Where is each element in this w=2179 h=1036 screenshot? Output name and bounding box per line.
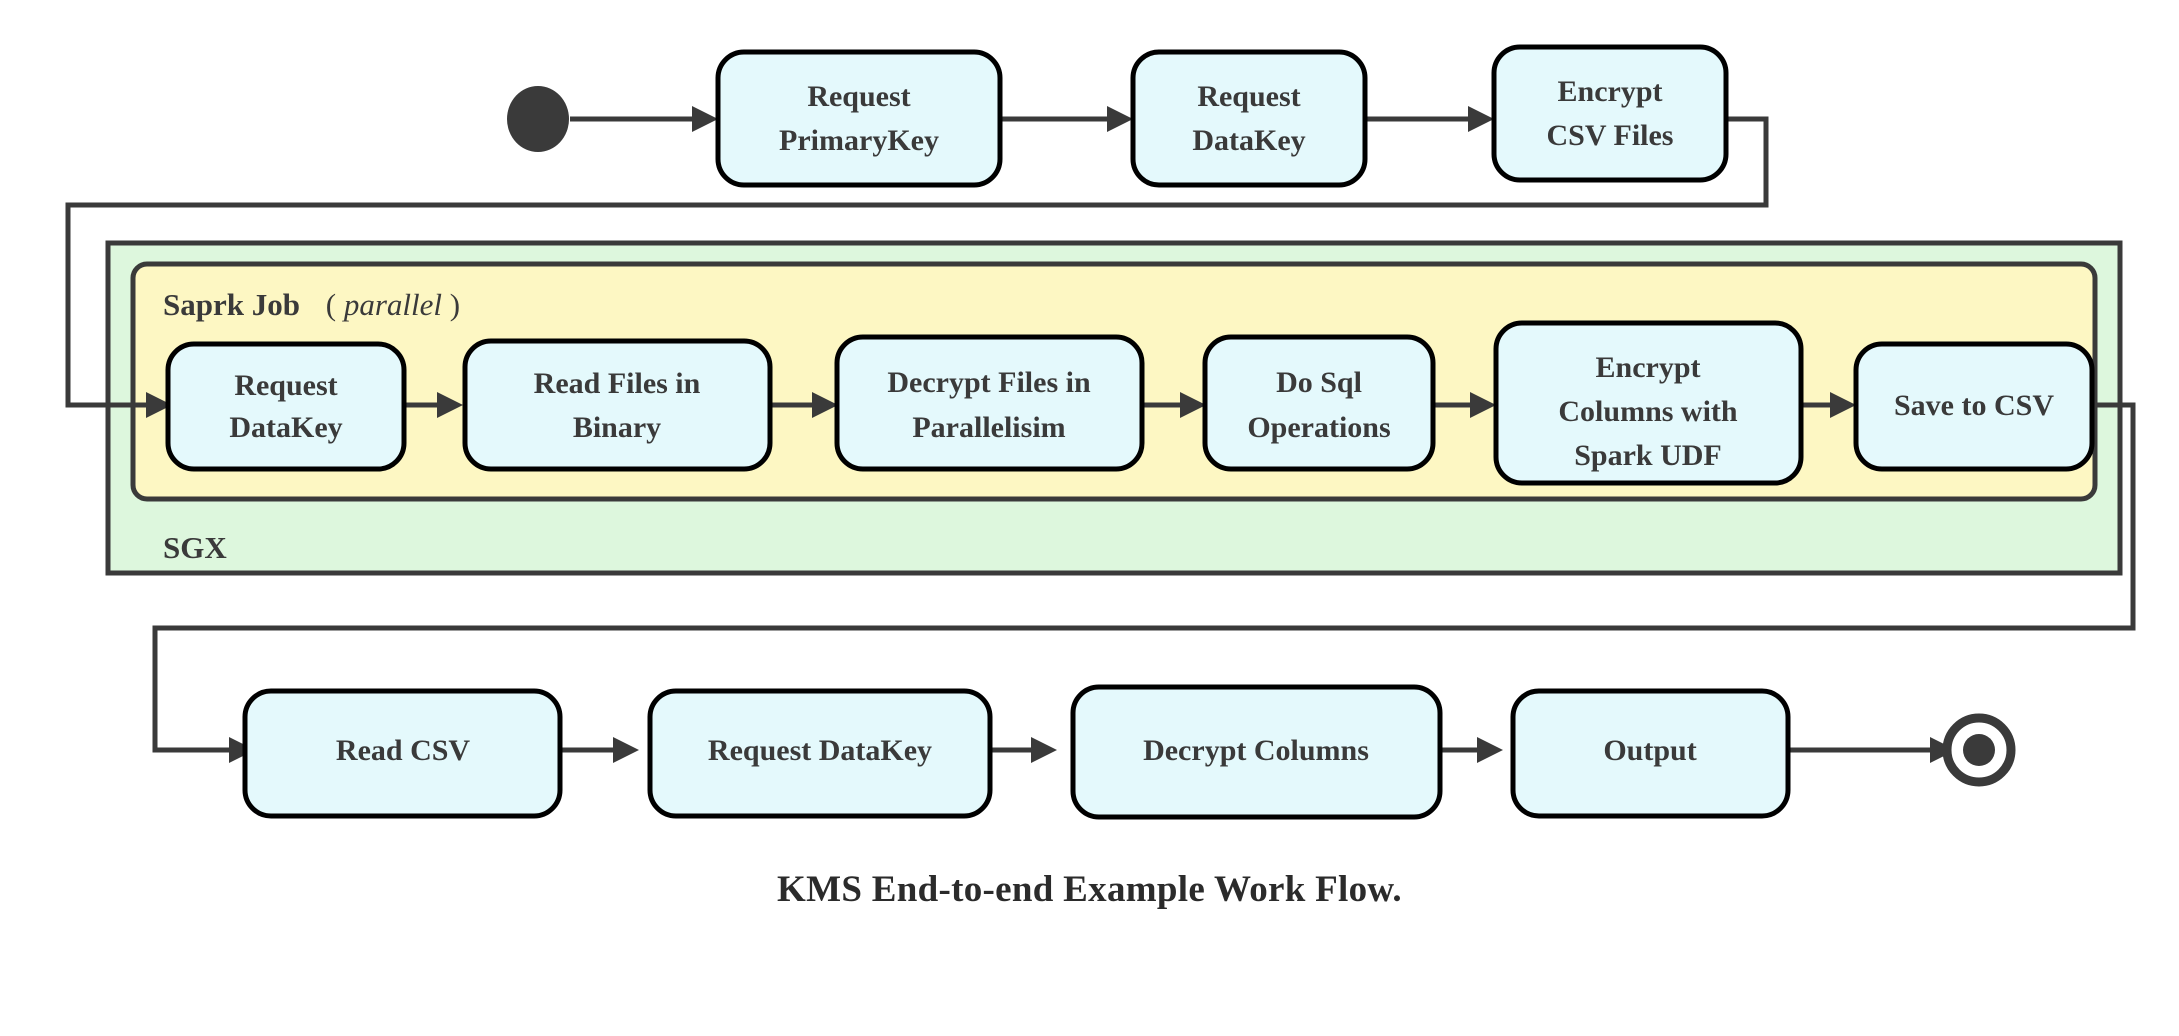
node-read-files-in-binary-box[interactable] [462, 338, 773, 472]
node-do-sql-line-2: Operations [1247, 411, 1390, 444]
edge-encrypt-csv-to-spark-datakey [65, 116, 1769, 408]
node-read-csv-line-1: Read CSV [336, 734, 471, 767]
node-decrypt-columns-line-1: Decrypt Columns [1143, 734, 1369, 767]
sgx-group-label: SGX [163, 530, 227, 565]
node-request-datakey-spark[interactable]: Request DataKey [165, 341, 407, 472]
node-request-primarykey[interactable]: Request PrimaryKey [715, 49, 1003, 188]
node-decrypt-files-line-2: Parallelisim [912, 411, 1065, 444]
node-encrypt-csv-files-line-2: CSV Files [1547, 119, 1674, 152]
node-request-datakey-top-box[interactable] [1130, 49, 1368, 188]
node-encrypt-columns-line-1: Encrypt [1596, 351, 1701, 384]
node-request-datakey-bottom[interactable]: Request DataKey [647, 688, 993, 819]
node-decrypt-files-line-1: Decrypt Files in [887, 366, 1091, 399]
arrowhead-primarykey-to-datakey [1107, 106, 1133, 132]
node-request-datakey-top[interactable]: Request DataKey [1130, 49, 1368, 188]
node-encrypt-csv-files-line-1: Encrypt [1558, 75, 1663, 108]
node-request-datakey-spark-box[interactable] [165, 341, 407, 472]
node-read-files-in-binary-line-1: Read Files in [534, 367, 701, 400]
node-read-csv-box[interactable] [242, 688, 563, 819]
node-encrypt-columns-line-3: Spark UDF [1574, 439, 1722, 472]
node-decrypt-columns[interactable]: Decrypt Columns [1070, 684, 1443, 820]
node-output-line-1: Output [1603, 734, 1696, 767]
node-encrypt-columns-with-spark-udf[interactable]: Encrypt Columns with Spark UDF [1493, 320, 1804, 486]
node-do-sql-operations-box[interactable] [1202, 334, 1436, 472]
end-node-bullseye [1942, 713, 2016, 787]
end-node-inner-dot [1963, 734, 1995, 766]
spark-job-label-main: Saprk Job [163, 287, 300, 322]
start-node-filled-circle [507, 86, 569, 152]
arrowhead-start-to-request-primarykey [692, 106, 718, 132]
node-decrypt-columns-box[interactable] [1070, 684, 1443, 820]
node-request-datakey-bottom-box[interactable] [647, 688, 993, 819]
node-request-datakey-spark-line-1: Request [234, 369, 337, 402]
node-encrypt-columns-line-2: Columns with [1558, 395, 1738, 428]
node-request-datakey-bottom-line-1: Request DataKey [708, 734, 932, 767]
node-encrypt-csv-files[interactable]: Encrypt CSV Files [1491, 44, 1729, 183]
node-save-to-csv-line-1: Save to CSV [1894, 389, 2054, 422]
node-decrypt-files-in-parallelisim-box[interactable] [834, 334, 1145, 472]
node-save-to-csv-box[interactable] [1853, 341, 2095, 472]
node-read-files-in-binary-line-2: Binary [573, 411, 661, 444]
spark-job-label-group: Saprk Job ( parallel ) [163, 287, 460, 322]
node-request-datakey-top-line-1: Request [1197, 80, 1300, 113]
figure-caption: KMS End-to-end Example Work Flow. [777, 869, 1402, 910]
node-request-primarykey-line-1: Request [807, 80, 910, 113]
node-output[interactable]: Output [1510, 688, 1791, 819]
spark-job-label-paren-open: ( [326, 287, 336, 322]
node-request-datakey-top-line-2: DataKey [1192, 124, 1305, 157]
node-encrypt-csv-files-box[interactable] [1491, 44, 1729, 183]
node-read-csv[interactable]: Read CSV [242, 688, 563, 819]
node-output-box[interactable] [1510, 688, 1791, 819]
node-do-sql-line-1: Do Sql [1276, 366, 1362, 399]
node-do-sql-operations[interactable]: Do Sql Operations [1202, 334, 1436, 472]
node-request-primarykey-line-2: PrimaryKey [779, 124, 939, 157]
edge-save-csv-to-read-csv [152, 402, 2136, 753]
spark-job-label-paren-close: ) [450, 287, 460, 322]
arrowhead-request-datakey-to-decrypt-columns [1031, 737, 1057, 763]
node-request-datakey-spark-line-2: DataKey [229, 411, 342, 444]
node-decrypt-files-in-parallelisim[interactable]: Decrypt Files in Parallelisim [834, 334, 1145, 472]
arrowhead-datakey-to-encrypt-csv [1468, 106, 1494, 132]
node-encrypt-columns-box[interactable] [1493, 320, 1804, 486]
arrowhead-decrypt-columns-to-output [1477, 737, 1503, 763]
edges [65, 106, 2136, 763]
node-read-files-in-binary[interactable]: Read Files in Binary [462, 338, 773, 472]
spark-job-label-italic: parallel [342, 287, 442, 322]
node-request-primarykey-box[interactable] [715, 49, 1003, 188]
arrowhead-read-csv-to-request-datakey [613, 737, 639, 763]
node-save-to-csv[interactable]: Save to CSV [1853, 341, 2095, 472]
